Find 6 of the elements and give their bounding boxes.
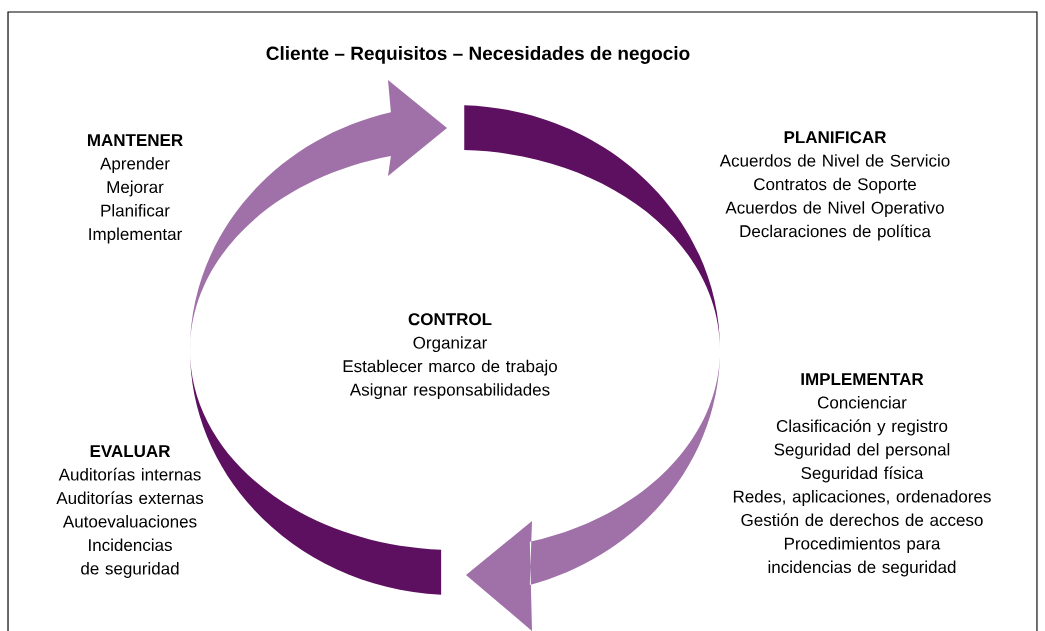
phase-text: MANTENER Aprender Mejorar Planificar Implementar: [88, 134, 183, 244]
title-text: Cliente – Requisitos – Necesidades de negocio: [266, 46, 690, 64]
phase-text: CONTROL Organizar Establecer marco de trabajo Asignar responsabilidades: [343, 313, 557, 400]
phase-text: PLANIFICAR Acuerdos de Nivel de Servicio Contratos de Soporte Acuerdos de Nivel Operativo Declaraciones de política: [719, 131, 950, 241]
phase-text: IMPLEMENTAR Concienciar Clasificación y registro Seguridad del personal Seguridad física Redes, aplicaciones, ordenadores Gestión de derechos de acceso Procedimientos para incidencias de seguridad: [733, 373, 991, 577]
phase-text: EVALUAR Auditorías internas Auditorías externas Autoevaluaciones Incidencias de seguridad: [56, 445, 204, 578]
